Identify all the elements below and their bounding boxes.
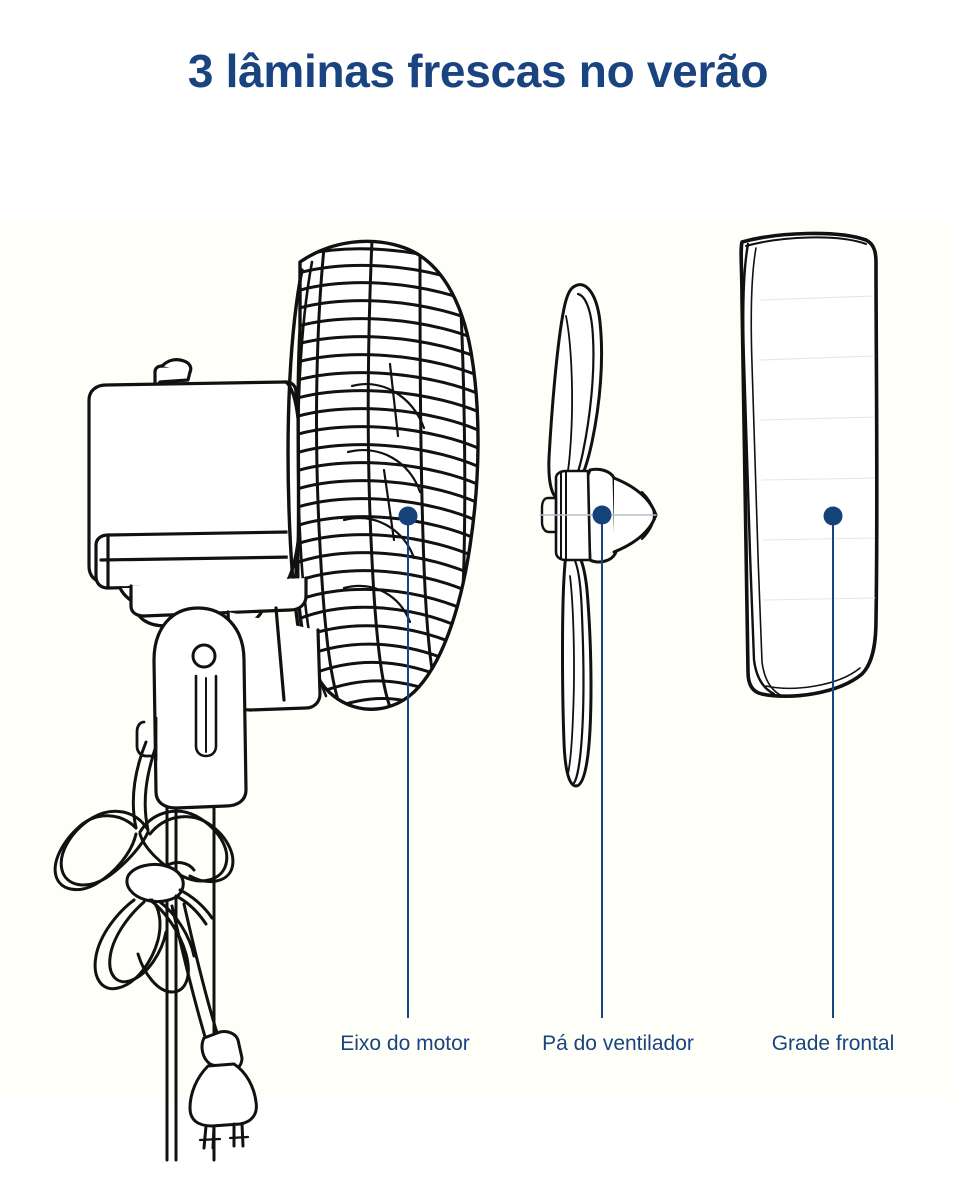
callout-leader-motor-shaft	[398, 506, 418, 1018]
callout-dot-icon	[823, 506, 843, 526]
callout-dot-icon	[592, 505, 612, 525]
front-grille-panel	[739, 231, 879, 698]
callout-label-front-grille: Grade frontal	[771, 1032, 895, 1055]
power-plug	[188, 1030, 258, 1150]
page-title: 3 lâminas frescas no verão	[187, 45, 769, 97]
callout-label-fan-blade: Pá do ventilador	[542, 1032, 694, 1055]
callout-dot-icon	[398, 506, 418, 526]
callout-leaders	[398, 505, 843, 1018]
callout-labels: Eixo do motor Pá do ventilador Grade fro…	[0, 1030, 956, 1070]
callout-label-motor-shaft: Eixo do motor	[340, 1032, 470, 1055]
callout-leader-front-grille	[823, 506, 843, 1018]
fan-blade-propeller	[539, 283, 658, 788]
rear-grille-dome	[286, 239, 480, 711]
callout-leader-fan-blade	[592, 505, 612, 1018]
power-cord-coil	[53, 740, 235, 1042]
tilt-neck-joint	[129, 576, 322, 810]
